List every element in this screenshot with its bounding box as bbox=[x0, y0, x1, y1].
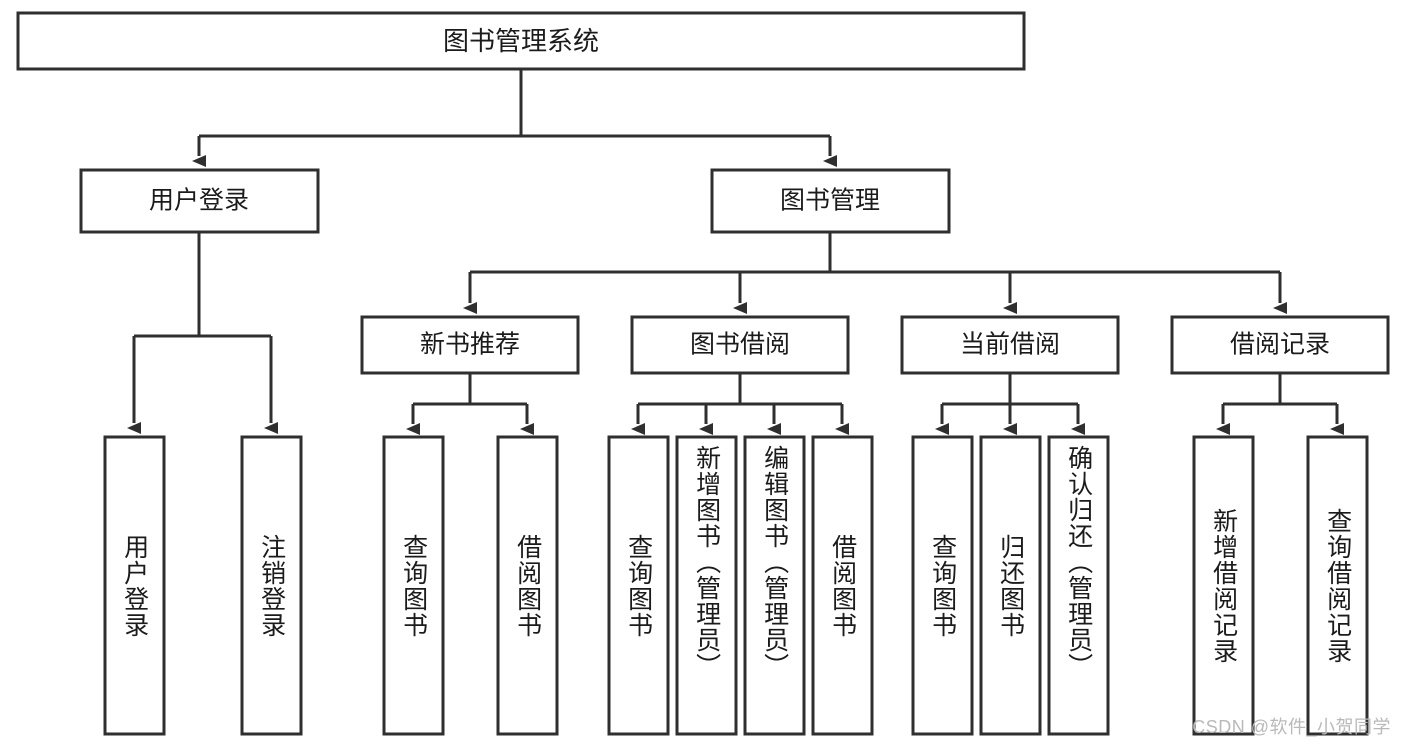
node-book-manage[interactable]: 图书管理 bbox=[710, 168, 951, 234]
node-book-borrow-box[interactable] bbox=[630, 315, 850, 375]
leaf-box-book-borrow-3[interactable] bbox=[743, 435, 806, 736]
node-borrow-record-label: 借阅记录 bbox=[1230, 331, 1330, 359]
node-current-borrow-label: 当前借阅 bbox=[960, 331, 1060, 359]
leaf-box-new-book-2[interactable] bbox=[496, 435, 559, 736]
node-borrow-record[interactable]: 借阅记录 bbox=[1170, 315, 1390, 375]
connector-group-current-borrow bbox=[935, 373, 1085, 435]
node-current-borrow-box[interactable] bbox=[900, 315, 1120, 375]
leaf-box-current-borrow-1[interactable] bbox=[911, 435, 974, 736]
leaf-box-book-borrow-4[interactable] bbox=[811, 435, 874, 736]
node-new-book-recommend-box[interactable] bbox=[360, 315, 580, 375]
connector-group-book-manage bbox=[463, 232, 1287, 314]
watermark-text: CSDN @软件_小贺同学 bbox=[1192, 717, 1391, 737]
node-new-book-recommend[interactable]: 新书推荐 bbox=[360, 315, 580, 375]
leaf-box-new-book-1[interactable] bbox=[382, 435, 445, 736]
connector-group-new-book-recommend bbox=[406, 373, 534, 435]
leaf-box-current-borrow-2[interactable] bbox=[979, 435, 1042, 736]
leaf-box-book-borrow-2[interactable] bbox=[675, 435, 738, 736]
leaf-box-borrow-record-1[interactable] bbox=[1192, 435, 1255, 736]
connector-group-user-login bbox=[127, 232, 278, 434]
node-book-manage-label: 图书管理 bbox=[780, 187, 880, 215]
node-book-borrow[interactable]: 图书借阅 bbox=[630, 315, 850, 375]
connector-group-root bbox=[192, 69, 837, 167]
leaf-box-borrow-record-2[interactable] bbox=[1306, 435, 1369, 736]
node-borrow-record-box[interactable] bbox=[1170, 315, 1390, 375]
leaf-box-book-borrow-1[interactable] bbox=[607, 435, 670, 736]
node-book-borrow-label: 图书借阅 bbox=[690, 331, 790, 359]
node-root-box[interactable] bbox=[16, 11, 1026, 71]
leaf-box-user-login-1[interactable] bbox=[103, 435, 166, 736]
leaf-box-current-borrow-3[interactable] bbox=[1047, 435, 1110, 736]
leaf-box-user-login-2[interactable] bbox=[240, 435, 303, 736]
node-root-system[interactable]: 图书管理系统 bbox=[16, 11, 1026, 71]
node-root-label: 图书管理系统 bbox=[443, 26, 599, 56]
node-user-login-box[interactable] bbox=[79, 168, 320, 234]
node-new-book-recommend-label: 新书推荐 bbox=[420, 331, 520, 359]
node-user-login[interactable]: 用户登录 bbox=[79, 168, 320, 234]
node-current-borrow[interactable]: 当前借阅 bbox=[900, 315, 1120, 375]
connector-group-book-borrow bbox=[631, 373, 849, 435]
connector-group-borrow-record bbox=[1216, 373, 1344, 435]
node-book-manage-box[interactable] bbox=[710, 168, 951, 234]
node-user-login-label: 用户登录 bbox=[149, 187, 249, 215]
